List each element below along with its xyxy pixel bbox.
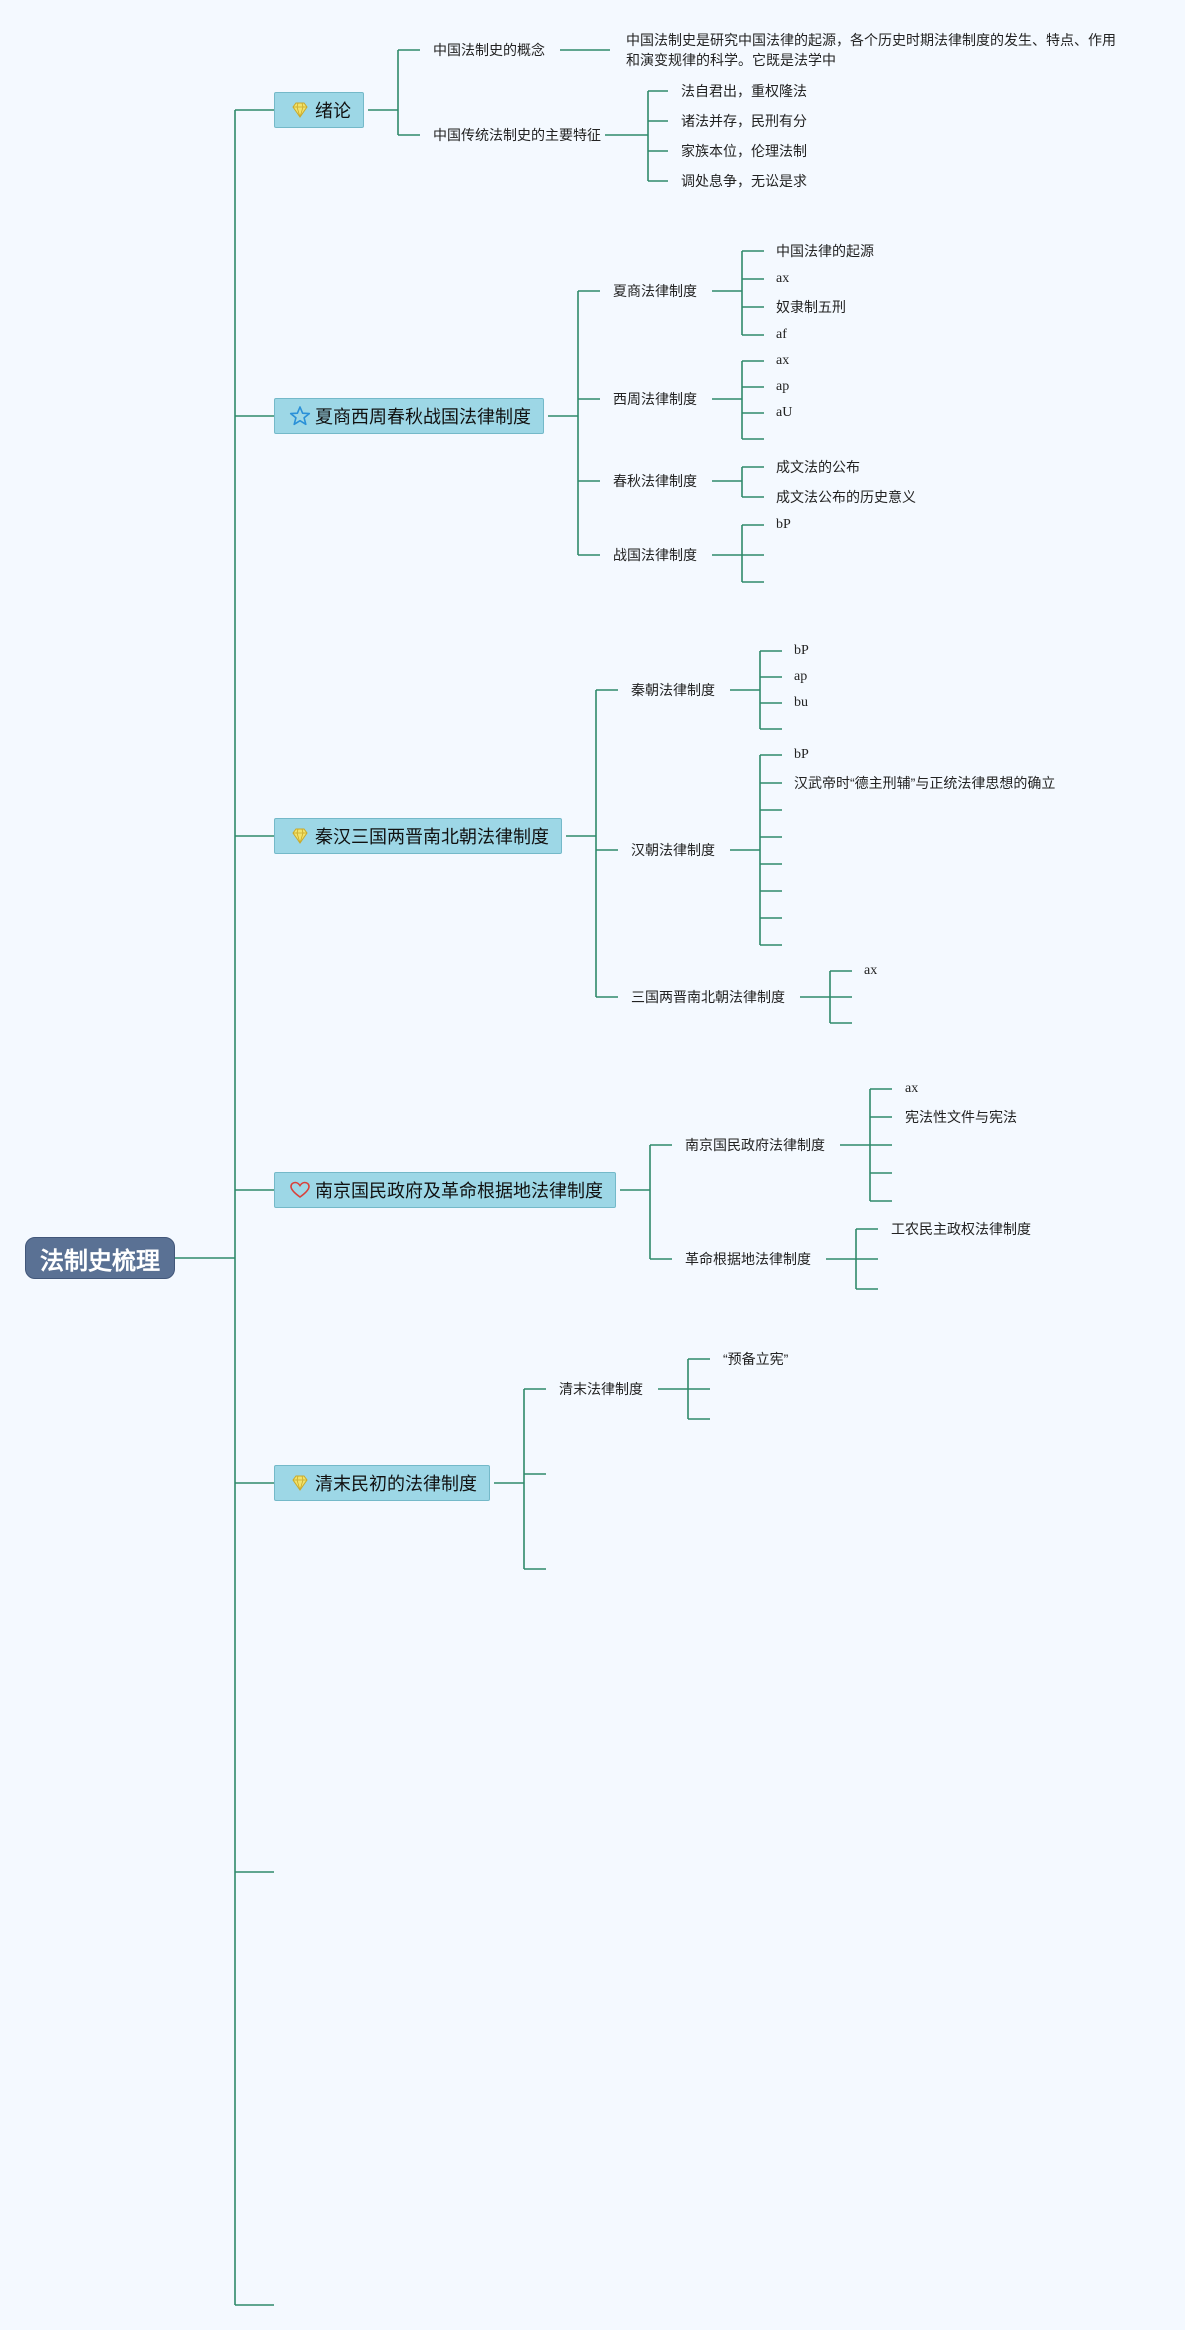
leaf-label[interactable]: 成文法的公布 [776,459,860,475]
topic-label: 夏商西周春秋战国法律制度 [315,407,531,427]
leaf-label[interactable]: 调处息争，无讼是求 [681,173,807,189]
leaf-label[interactable]: bP [776,517,791,532]
leaf-label[interactable]: “预备立宪” [723,1351,789,1367]
leaf-label[interactable]: 诸法并存，民刑有分 [681,113,807,129]
subtopic-label[interactable]: 战国法律制度 [613,547,697,563]
topic-label: 清末民初的法律制度 [315,1474,477,1494]
leaf-label[interactable]: bP [794,747,809,762]
leaf-label[interactable]: 法自君出，重权隆法 [681,83,807,99]
heart-icon [289,1179,311,1201]
topic-label: 绪论 [315,101,351,121]
subtopic-label[interactable]: 秦朝法律制度 [631,682,715,698]
subtopic-label[interactable]: 汉朝法律制度 [631,842,715,858]
topic-node-intro[interactable]: 绪论 [274,92,364,128]
subtopic-label[interactable]: 春秋法律制度 [613,473,697,489]
leaf-label[interactable]: 宪法性文件与宪法 [905,1109,1017,1125]
leaf-label[interactable]: ax [905,1081,919,1096]
topic-label: 秦汉三国两晋南北朝法律制度 [315,827,549,847]
subtopic-label[interactable]: 南京国民政府法律制度 [685,1137,825,1153]
leaf-label[interactable]: 奴隶制五刑 [776,299,846,315]
leaf-label[interactable]: bu [794,695,808,710]
subtopic-label[interactable]: 西周法律制度 [613,391,697,407]
leaf-label[interactable]: ax [776,353,790,368]
leaf-label[interactable]: 中国法律的起源 [776,243,874,259]
subtopic-label[interactable]: 三国两晋南北朝法律制度 [631,989,785,1005]
leaf-label[interactable]: 家族本位，伦理法制 [681,143,807,159]
leaf-label[interactable]: ax [776,271,790,286]
leaf-label[interactable]: ap [776,379,790,394]
topic-node-nanjing[interactable]: 南京国民政府及革命根据地法律制度 [274,1172,616,1208]
diamond-icon [289,825,311,847]
definition-text[interactable]: 中国法制史是研究中国法律的起源，各个历史时期法律制度的发生、特点、作用和演变规律… [626,32,1116,68]
leaf-label[interactable]: ap [794,669,808,684]
leaf-label[interactable]: ax [864,963,878,978]
topic-node-xia-shang-zhou[interactable]: 夏商西周春秋战国法律制度 [274,398,544,434]
subtopic-label[interactable]: 中国法制史的概念 [433,42,545,58]
subtopic-label[interactable]: 夏商法律制度 [613,283,697,299]
diamond-icon [289,99,311,121]
diamond-icon [289,1472,311,1494]
topic-node-qin-han[interactable]: 秦汉三国两晋南北朝法律制度 [274,818,562,854]
leaf-label[interactable]: aU [776,405,793,420]
root-node[interactable]: 法制史梳理 [25,1237,175,1279]
subtopic-label[interactable]: 中国传统法制史的主要特征 [433,127,601,143]
leaf-label[interactable]: 成文法公布的历史意义 [776,489,916,505]
leaf-label[interactable]: 工农民主政权法律制度 [891,1221,1031,1237]
star-icon [289,405,311,427]
subtopic-label[interactable]: 革命根据地法律制度 [685,1251,811,1267]
topic-node-qing-end[interactable]: 清末民初的法律制度 [274,1465,490,1501]
subtopic-label[interactable]: 清末法律制度 [559,1381,643,1397]
topic-label: 南京国民政府及革命根据地法律制度 [315,1181,603,1201]
leaf-label[interactable]: af [776,327,787,342]
leaf-label[interactable]: bP [794,643,809,658]
leaf-label[interactable]: 汉武帝时“德主刑辅”与正统法律思想的确立 [794,775,1056,791]
